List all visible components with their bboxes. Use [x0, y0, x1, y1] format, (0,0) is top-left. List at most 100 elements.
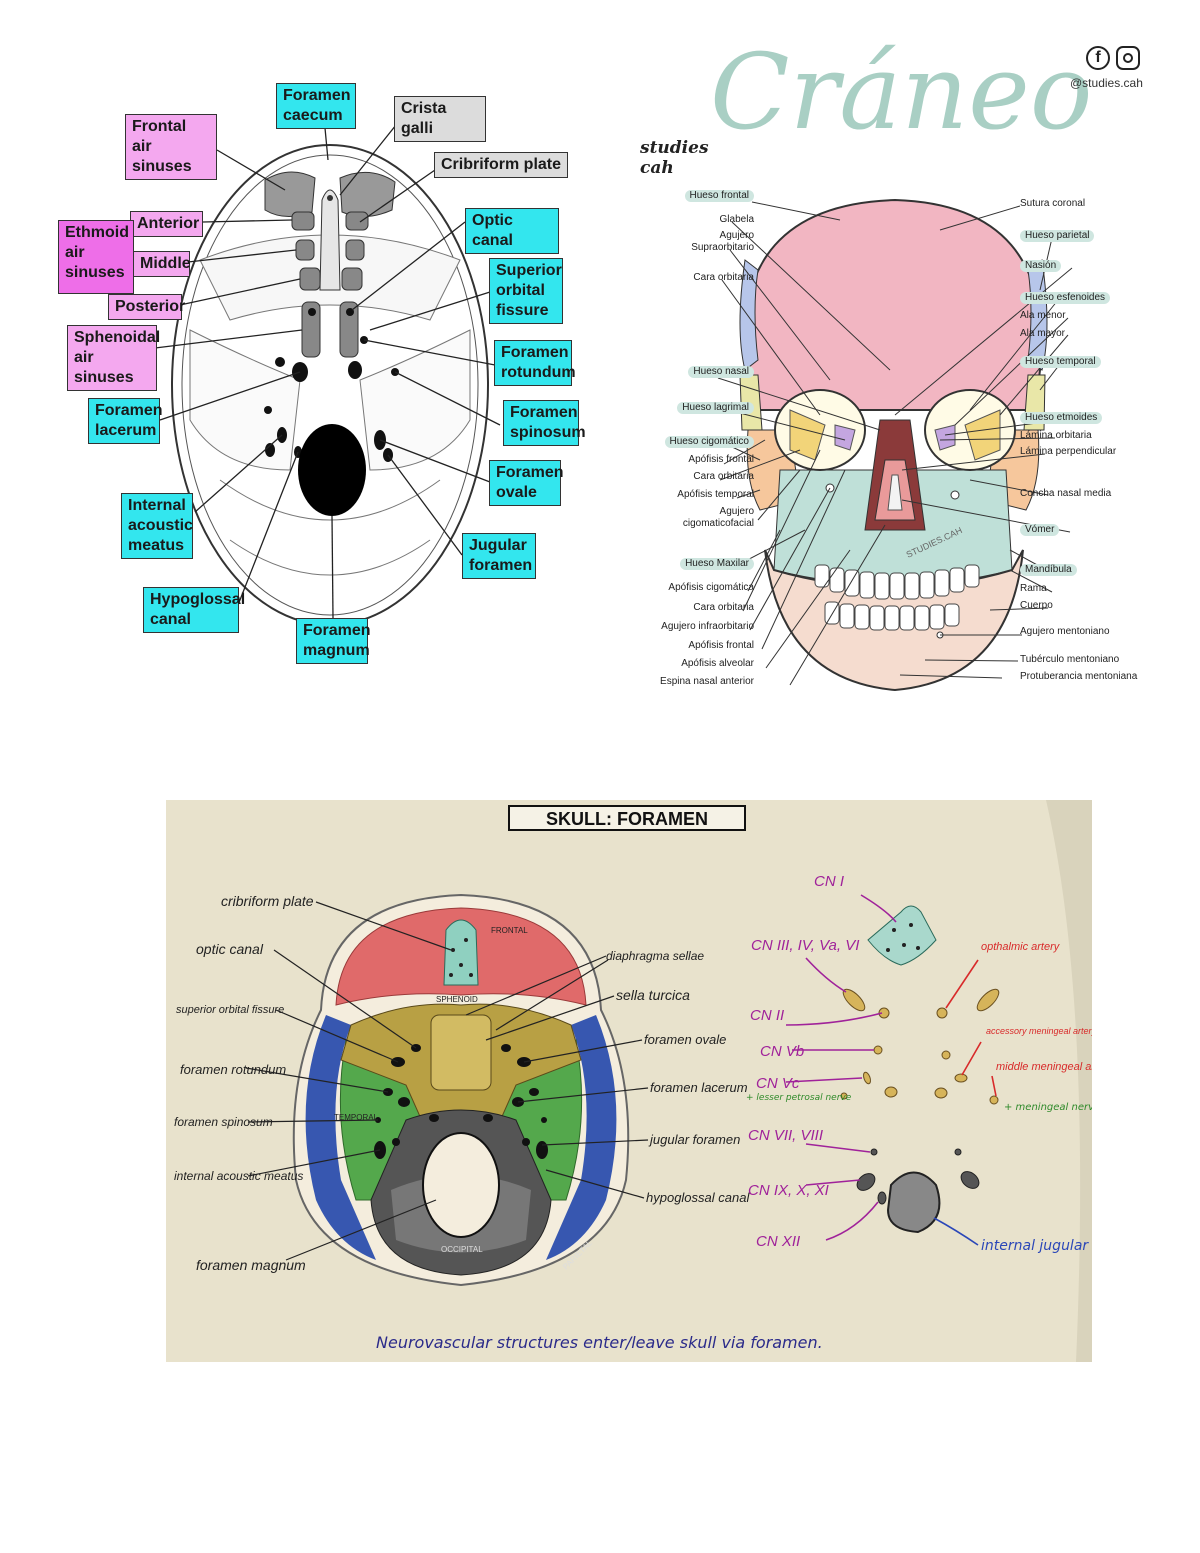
craneo-right-label-6: Hueso temporal — [1020, 356, 1101, 368]
skull-base-drawing — [154, 119, 501, 626]
label-superior-orbital-fissure: Superior orbital fissure — [489, 258, 563, 324]
vessel-opthalmic-artery: opthalmic artery — [981, 941, 1061, 953]
skull-front-drawing: STUDIES.CAH — [717, 198, 1073, 692]
craneo-right-label-7: Hueso etmoides — [1020, 412, 1103, 424]
brand-name: studies cah — [640, 138, 709, 178]
craneo-left-label-9: Apófisis temporal — [677, 489, 754, 500]
craneo-right-label-9: Lámina perpendicular — [1020, 446, 1117, 457]
nerve-cn-xii: CN XII — [756, 1233, 800, 1250]
instagram-icon — [1116, 46, 1140, 70]
craneo-right-label-11: Vómer — [1020, 524, 1060, 536]
craneo-right-label-2: Nasión — [1020, 260, 1062, 272]
sk-label-diaphragma-sellae: diaphragma sellae — [606, 949, 704, 963]
sk-label-foramen-rotundum: foramen rotundum — [180, 1062, 286, 1077]
craneo-right-label-1: Hueso parietal — [1020, 230, 1095, 242]
label-frontal-air-sinuses: Frontal air sinuses — [125, 114, 217, 180]
label-ethmoid-air-sinuses: Ethmoid air sinuses — [58, 220, 134, 294]
craneo-right-label-10: Concha nasal media — [1020, 488, 1112, 499]
label-foramen-rotundum: Foramen rotundum — [494, 340, 576, 386]
nerve-cn-ix-x-xi: CN IX, X, XI — [748, 1182, 829, 1199]
craneo-diagram: Cráneo studies cah f @studies.cah — [640, 30, 1170, 700]
label-middle: Middle — [133, 251, 191, 277]
craneo-right-label-15: Agujero mentoniano — [1020, 626, 1110, 637]
sk-label-superior-orbital-fissure: superior orbital fissure — [176, 1004, 284, 1016]
region-temporal: TEMPORAL — [334, 1113, 379, 1122]
sk-label-optic-canal: optic canal — [196, 941, 264, 957]
label-foramen-ovale: Foramen ovale — [489, 460, 564, 506]
craneo-left-label-15: Apófisis frontal — [688, 640, 754, 651]
craneo-left-label-3: Cara orbitaria — [693, 272, 754, 283]
social-icons: f — [1084, 46, 1144, 74]
craneo-left-label-5: Hueso lagrimal — [677, 402, 754, 414]
craneo-left-label-0: Hueso frontal — [684, 190, 754, 202]
craneo-right-label-0: Sutura coronal — [1020, 198, 1086, 209]
label-jugular-foramen: Jugular foramen — [462, 533, 536, 579]
nerve-cn-vc: CN Vc — [756, 1075, 800, 1092]
foramen-sketch: SKULL: FORAMEN — [166, 800, 1122, 1362]
label-anterior: Anterior — [130, 211, 203, 237]
craneo-left-label-10: Agujero cigomaticofacial — [682, 506, 754, 529]
meningeal-nerve: + meningeal nerve — [1004, 1102, 1092, 1113]
craneo-right-label-8: Lámina orbitaria — [1020, 430, 1092, 441]
label-internal-acoustic-meatus: Internal acoustic meatus — [121, 493, 193, 559]
craneo-left-label-16: Apófisis alveolar — [681, 658, 754, 669]
craneo-left-label-12: Apófisis cigomática — [668, 582, 754, 593]
craneo-left-label-17: Espina nasal anterior — [660, 676, 754, 687]
nerve-cn-iii-iv-va-vi: CN III, IV, Va, VI — [751, 937, 859, 954]
sk-label-foramen-spinosum: foramen spinosum — [174, 1115, 273, 1129]
region-sphenoid: SPHENOID — [436, 995, 478, 1004]
label-foramen-lacerum: Foramen lacerum — [88, 398, 163, 444]
craneo-left-label-8: Cara orbitaria — [693, 471, 754, 482]
craneo-right-label-12: Mandíbula — [1020, 564, 1077, 576]
craneo-right-label-17: Protuberancia mentoniana — [1020, 671, 1138, 682]
nerve-cn-ii: CN II — [750, 1007, 784, 1024]
craneo-left-label-2: Agujero Supraorbitario — [691, 230, 754, 253]
craneo-left-label-6: Hueso cigomático — [664, 436, 754, 448]
craneo-left-label-14: Agujero infraorbitario — [661, 621, 754, 632]
label-foramen-spinosum: Foramen spinosum — [503, 400, 586, 446]
label-optic-canal: Optic canal — [465, 208, 559, 254]
craneo-right-label-3: Hueso esfenoides — [1020, 292, 1111, 304]
sketch-caption: Neurovascular structures enter/leave sku… — [376, 1333, 823, 1352]
label-posterior: Posterior — [108, 294, 185, 320]
craneo-left-label-13: Cara orbitaria — [693, 602, 754, 613]
sk-label-foramen-magnum: foramen magnum — [196, 1257, 306, 1273]
sk-label-internal-acoustic-meatus: internal acoustic meatus — [174, 1169, 303, 1183]
region-occipital: OCCIPITAL — [441, 1245, 483, 1254]
nerve-cn-vii-viii: CN VII, VIII — [748, 1127, 823, 1144]
region-frontal: FRONTAL — [491, 926, 528, 935]
facebook-icon: f — [1086, 46, 1110, 70]
nerve-cn-i: CN I — [814, 873, 844, 890]
craneo-left-label-11: Hueso Maxilar — [680, 558, 754, 570]
sk-label-cribriform-plate: cribriform plate — [221, 893, 314, 909]
craneo-right-label-16: Tubérculo mentoniano — [1020, 654, 1120, 665]
sketch-title: SKULL: FORAMEN — [546, 809, 708, 829]
vessel-accessory-meningeal-artery: accessory meningeal artery — [986, 1026, 1092, 1036]
label-foramen-magnum: Foramen magnum — [296, 618, 371, 664]
vessel-middle-meningeal-artery: middle meningeal artery — [996, 1061, 1092, 1073]
skull-base-diagram: Foramen caecum Crista galli Frontal air … — [0, 0, 600, 700]
handle: @studies.cah — [1070, 76, 1143, 90]
craneo-right-label-4: Ala menor — [1020, 310, 1066, 321]
craneo-left-label-7: Apófisis frontal — [688, 454, 754, 465]
label-sphenoidal-air-sinuses: Sphenoidal air sinuses — [67, 325, 160, 391]
craneo-title: Cráneo — [710, 31, 1093, 153]
label-hypoglossal-canal: Hypoglossal canal — [143, 587, 245, 633]
label-foramen-caecum: Foramen caecum — [276, 83, 356, 129]
sk-label-hypoglossal-canal: hypoglossal canal — [646, 1190, 750, 1205]
nerve-cn-vb: CN Vb — [760, 1043, 804, 1060]
label-crista-galli: Crista galli — [394, 96, 486, 142]
craneo-right-label-14: Cuerpo — [1020, 600, 1053, 611]
sk-label-sella-turcica: sella turcica — [616, 987, 690, 1003]
lesser-petrosal-nerve: + lesser petrosal nerve — [746, 1093, 852, 1103]
craneo-left-label-1: Glabela — [719, 214, 754, 225]
sk-label-jugular-foramen: jugular foramen — [648, 1132, 740, 1147]
foramen-sketch-drawing: SKULL: FORAMEN — [166, 800, 1122, 1362]
craneo-left-label-4: Hueso nasal — [688, 366, 754, 378]
label-cribriform-plate: Cribriform plate — [434, 152, 568, 178]
sk-label-foramen-ovale: foramen ovale — [644, 1032, 726, 1047]
craneo-right-label-5: Ala mayor — [1020, 328, 1066, 339]
sk-label-foramen-lacerum: foramen lacerum — [650, 1080, 748, 1095]
